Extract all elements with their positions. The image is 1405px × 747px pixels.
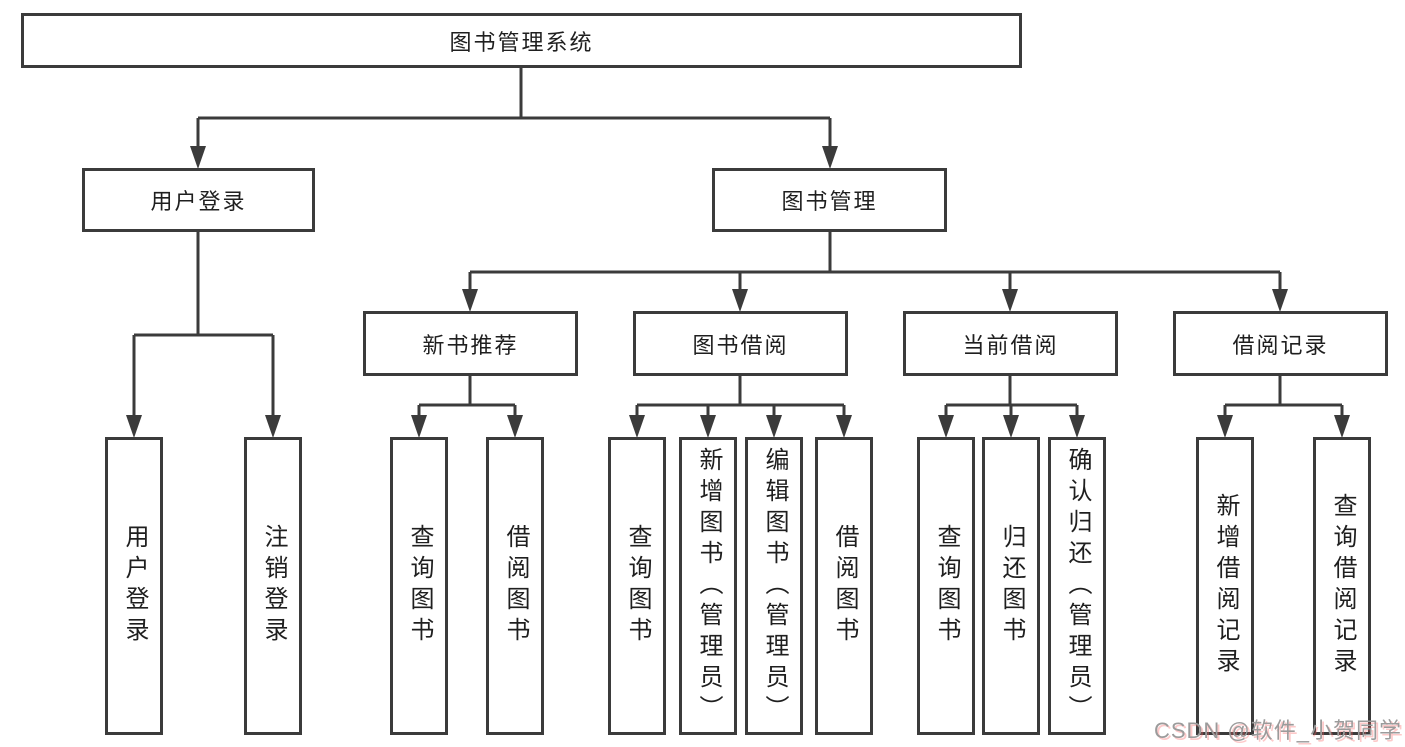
node-library-management-system: 图书管理系统 xyxy=(21,13,1022,68)
leaf-label: 查询图书 xyxy=(406,524,433,648)
node-new-book-recommendation: 新书推荐 xyxy=(363,311,578,376)
node-book-management: 图书管理 xyxy=(712,168,947,232)
leaf-label: 确认归还（管理员） xyxy=(1064,446,1091,726)
leaf-label: 编辑图书（管理员） xyxy=(761,446,788,726)
leaf-borrow-books: 借阅图书 xyxy=(815,437,873,735)
leaf-query-books-current: 查询图书 xyxy=(917,437,975,735)
leaf-label: 查询借阅记录 xyxy=(1329,493,1356,679)
leaf-label: 查询图书 xyxy=(933,524,960,648)
node-current-borrowing: 当前借阅 xyxy=(903,311,1118,376)
node-label: 图书管理系统 xyxy=(449,29,594,55)
node-label: 借阅记录 xyxy=(1232,332,1329,358)
leaf-confirm-return-admin: 确认归还（管理员） xyxy=(1048,437,1106,735)
leaf-label: 注销登录 xyxy=(260,524,287,648)
leaf-edit-books-admin: 编辑图书（管理员） xyxy=(745,437,803,735)
node-label: 用户登录 xyxy=(150,189,247,214)
leaf-query-borrowing-record: 查询借阅记录 xyxy=(1313,437,1371,735)
leaf-user-login: 用户登录 xyxy=(105,437,163,735)
leaf-logout: 注销登录 xyxy=(244,437,302,735)
leaf-borrow-books-recommendation: 借阅图书 xyxy=(486,437,544,735)
node-label: 新书推荐 xyxy=(422,332,519,358)
node-user-login: 用户登录 xyxy=(82,168,315,232)
node-label: 当前借阅 xyxy=(962,332,1059,358)
leaf-label: 归还图书 xyxy=(998,524,1025,648)
leaf-query-books-borrowing: 查询图书 xyxy=(608,437,666,735)
leaf-label: 借阅图书 xyxy=(502,524,529,648)
leaf-query-books-recommendation: 查询图书 xyxy=(390,437,448,735)
node-label: 图书借阅 xyxy=(692,332,789,358)
arrowheads xyxy=(126,146,1350,438)
node-label: 图书管理 xyxy=(781,189,878,214)
csdn-watermark: CSDN @软件_小贺同学 xyxy=(1153,718,1402,743)
node-book-borrowing: 图书借阅 xyxy=(633,311,848,376)
leaf-add-books-admin: 新增图书（管理员） xyxy=(679,437,737,735)
leaf-label: 借阅图书 xyxy=(831,524,858,648)
node-borrowing-records: 借阅记录 xyxy=(1173,311,1388,376)
leaf-add-borrowing-record: 新增借阅记录 xyxy=(1196,437,1254,735)
leaf-label: 用户登录 xyxy=(121,524,148,648)
leaf-label: 查询图书 xyxy=(624,524,651,648)
leaf-return-books: 归还图书 xyxy=(982,437,1040,735)
leaf-label: 新增图书（管理员） xyxy=(695,446,722,726)
leaf-label: 新增借阅记录 xyxy=(1212,493,1239,679)
